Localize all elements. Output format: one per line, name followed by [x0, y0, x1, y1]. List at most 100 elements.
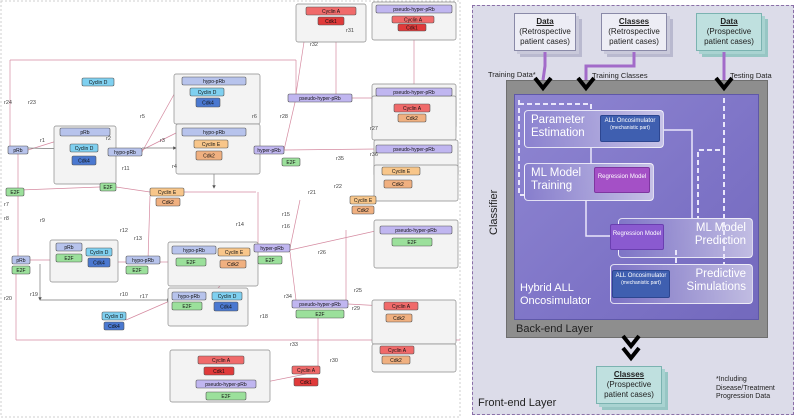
node-cyclin-a-5 — [379, 345, 415, 355]
edge-label-r30: r30 — [330, 358, 338, 364]
node-label-cdk2-6: Cdk2 — [227, 262, 239, 268]
predictive-simulations-label: Predictive Simulations — [686, 268, 746, 293]
node-label-cyclin-e-5: Cyclin E — [225, 250, 244, 256]
edge-label-r22: r22 — [334, 184, 342, 190]
node-cyclin-e-3 — [381, 166, 421, 176]
node-label-cdk2-5: Cdk2 — [357, 208, 369, 214]
node-e2f-2 — [99, 182, 117, 192]
node-cdk2-2 — [155, 197, 181, 207]
edge-label-r16: r16 — [282, 224, 290, 230]
input-retrospective-classes: Classes (Retrospective patient cases) — [601, 13, 667, 51]
node-label-e2f-12: E2F — [221, 394, 230, 400]
input-retrospective-data: Data (Retrospective patient cases) — [514, 13, 576, 51]
node-label-cdk4-4: Cdk4 — [220, 304, 232, 310]
node-label-pseudo-hyper-2: pseudo-hyper-pRb — [299, 96, 341, 102]
parameter-estimation-label: Parameter Estimation — [531, 114, 585, 139]
classifier-label: Classifier — [488, 189, 500, 235]
node-label-cyclin-a-top: Cyclin A — [322, 9, 341, 15]
input-prospective-subtitle: (Prospective patient cases) — [704, 27, 754, 46]
node-label-e2f-4: E2F — [16, 268, 25, 274]
node-label-pseudo-hyper-5: pseudo-hyper-pRb — [395, 228, 437, 234]
node-label-cdk2-1: Cdk2 — [203, 153, 215, 159]
reaction-edge — [141, 129, 183, 151]
node-hypo-prb-4 — [125, 255, 161, 265]
node-label-cdk2-4: Cdk2 — [392, 182, 404, 188]
node-prb-complex — [59, 127, 111, 137]
oncosimulator-chip-2-sub: (mechanistic part) — [621, 280, 661, 286]
node-cdk4-4 — [213, 301, 239, 312]
node-cyclin-a-3 — [393, 103, 431, 113]
input-data-title: Data — [536, 17, 554, 26]
edge-label-r9: r9 — [40, 218, 45, 224]
node-label-cyclin-d-2: Cyclin D — [75, 146, 94, 152]
node-pseudo-hyper-4 — [375, 144, 453, 154]
node-label-cyclin-d-1: Cyclin D — [198, 90, 217, 96]
node-e2f-8 — [257, 255, 283, 265]
node-label-hypo-prb-2: hypo-pRb — [114, 150, 136, 156]
node-label-pseudo-hyper-4: pseudo-hyper-pRb — [393, 147, 435, 153]
reaction-edge — [125, 299, 173, 321]
node-hypo-prb-2 — [107, 147, 143, 157]
node-pseudo-hyper-5 — [379, 225, 453, 235]
regression-model-chip-1: Regression Model — [594, 167, 650, 193]
node-label-cdk2-2: Cdk2 — [162, 200, 174, 206]
edge-label-r10: r10 — [120, 292, 128, 298]
node-cyclin-e-5 — [217, 247, 251, 257]
node-e2f-5 — [55, 253, 83, 263]
reaction-edge — [289, 199, 301, 249]
node-label-prb-complex: pRb — [80, 130, 89, 136]
edge-label-r19: r19 — [30, 292, 38, 298]
node-label-e2f-2: E2F — [103, 185, 112, 191]
node-label-cyclin-a-3: Cyclin A — [403, 106, 422, 112]
node-cyclin-a-4 — [383, 301, 419, 311]
reaction-edge — [283, 97, 297, 151]
node-cdk1-top2 — [397, 23, 427, 32]
node-label-cyclin-d-label-1: Cyclin D — [89, 80, 108, 86]
node-cdk1-top — [317, 16, 345, 26]
node-hypo-prb-5 — [171, 245, 217, 255]
node-label-pseudo-hyper-3: pseudo-hyper-pRb — [393, 90, 435, 96]
reaction-edge — [289, 251, 297, 301]
node-cyclin-e-1 — [193, 139, 229, 149]
node-label-e2f-7: E2F — [186, 260, 195, 266]
node-cyclin-a-6 — [291, 365, 321, 375]
input-data-subtitle: (Retrospective patient cases) — [519, 27, 571, 46]
edge-label-r17: r17 — [140, 294, 148, 300]
node-label-prb-2: pRb — [16, 258, 25, 264]
node-cyclin-d-label-1 — [81, 77, 115, 87]
node-label-e2f-11: E2F — [315, 312, 324, 318]
node-label-pseudo-hyper-6: pseudo-hyper-pRb — [299, 302, 341, 308]
edge-label-r32: r32 — [310, 42, 318, 48]
regression-model-chip-1-label: Regression Model — [597, 174, 647, 180]
node-cyclin-a-7 — [197, 355, 245, 365]
node-hypo-prb-1 — [181, 76, 247, 86]
node-label-e2f-9: E2F — [407, 240, 416, 246]
output-prospective-classes: Classes (Prospective patient cases) — [596, 366, 662, 404]
input-classes-subtitle: (Retrospective patient cases) — [608, 27, 660, 46]
node-e2f-1 — [5, 187, 25, 197]
node-label-cyclin-a-6: Cyclin A — [297, 368, 316, 374]
edge-label-r4: r4 — [172, 164, 177, 170]
node-label-e2f-1: E2F — [10, 190, 19, 196]
node-label-cyclin-a-7: Cyclin A — [212, 358, 231, 364]
oncosimulator-chip-1: ALL Oncosimulator (mechanistic part) — [600, 115, 660, 142]
edge-label-r12: r12 — [120, 228, 128, 234]
node-label-pseudo-hyper-top: pseudo-hyper-pRb — [393, 7, 435, 13]
node-cdk2-6 — [219, 259, 247, 269]
node-e2f-3 — [281, 157, 301, 167]
node-label-hypo-prb-1: hypo-pRb — [203, 79, 225, 85]
oncosimulator-chip-2: ALL Oncosimulator (mechanistic part) — [612, 270, 670, 298]
node-cyclin-d-3 — [85, 247, 113, 257]
node-label-hyper-prb-2: hyper-pRb — [260, 246, 284, 252]
edge-label-r25: r25 — [354, 288, 362, 294]
hybrid-label: Hybrid ALL Oncosimulator — [520, 282, 591, 307]
edge-label-r31: r31 — [346, 28, 354, 34]
reaction-edge — [283, 148, 377, 151]
node-pseudo-hyper-3 — [375, 87, 453, 97]
edge-label-r26: r26 — [318, 250, 326, 256]
node-label-cdk1-3: Cdk1 — [300, 380, 312, 386]
reaction-edge — [289, 229, 381, 251]
node-label-cdk2-8: Cdk2 — [390, 358, 402, 364]
node-label-cyclin-d-3: Cyclin D — [90, 250, 109, 256]
